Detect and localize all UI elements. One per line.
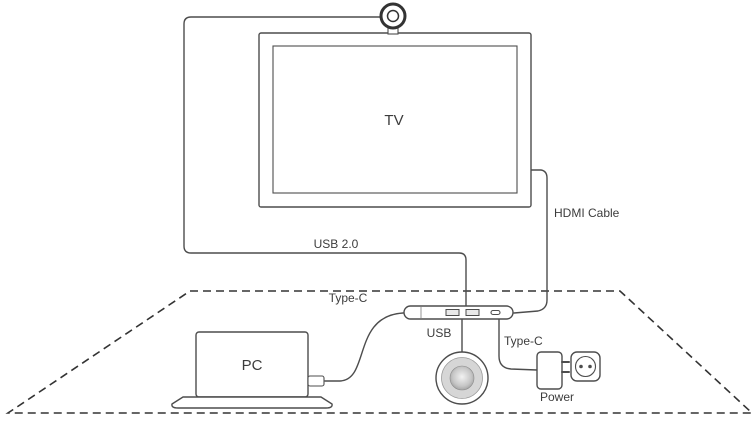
typec-left-label: Type-C (329, 291, 368, 305)
outlet-hole-right (588, 364, 592, 369)
table-outline (5, 290, 754, 414)
outlet-socket (574, 355, 597, 378)
pc-label: PC (242, 357, 263, 374)
laptop: PC (171, 331, 333, 409)
usb2-cable (183, 16, 467, 309)
power-label: Power (540, 390, 574, 404)
hub-usb-port-1 (445, 309, 460, 316)
laptop-base (171, 396, 333, 409)
webcam-lens (386, 9, 400, 23)
speakerphone-icon (435, 351, 489, 405)
tv-screen (272, 45, 518, 194)
speakerphone-center (449, 365, 475, 391)
pc-typec-cable (324, 312, 404, 382)
hdmi-cable (513, 169, 548, 314)
power-typec-cable (498, 318, 538, 371)
usb2-label: USB 2.0 (314, 237, 359, 251)
power-adapter-body (536, 351, 563, 390)
hub-typec-port (490, 309, 501, 316)
tv: TV (258, 32, 532, 208)
outlet-hole-left (579, 364, 583, 369)
power-adapter-icon (536, 351, 601, 390)
typec-right-label: Type-C (504, 334, 543, 348)
usb-hub (403, 305, 514, 320)
hdmi-label: HDMI Cable (554, 206, 620, 220)
tv-label: TV (384, 112, 403, 129)
usb-port-label: USB (427, 326, 452, 340)
webcam-icon (379, 2, 407, 35)
hub-usb-port-2 (465, 309, 480, 316)
typec-plug (307, 375, 325, 387)
